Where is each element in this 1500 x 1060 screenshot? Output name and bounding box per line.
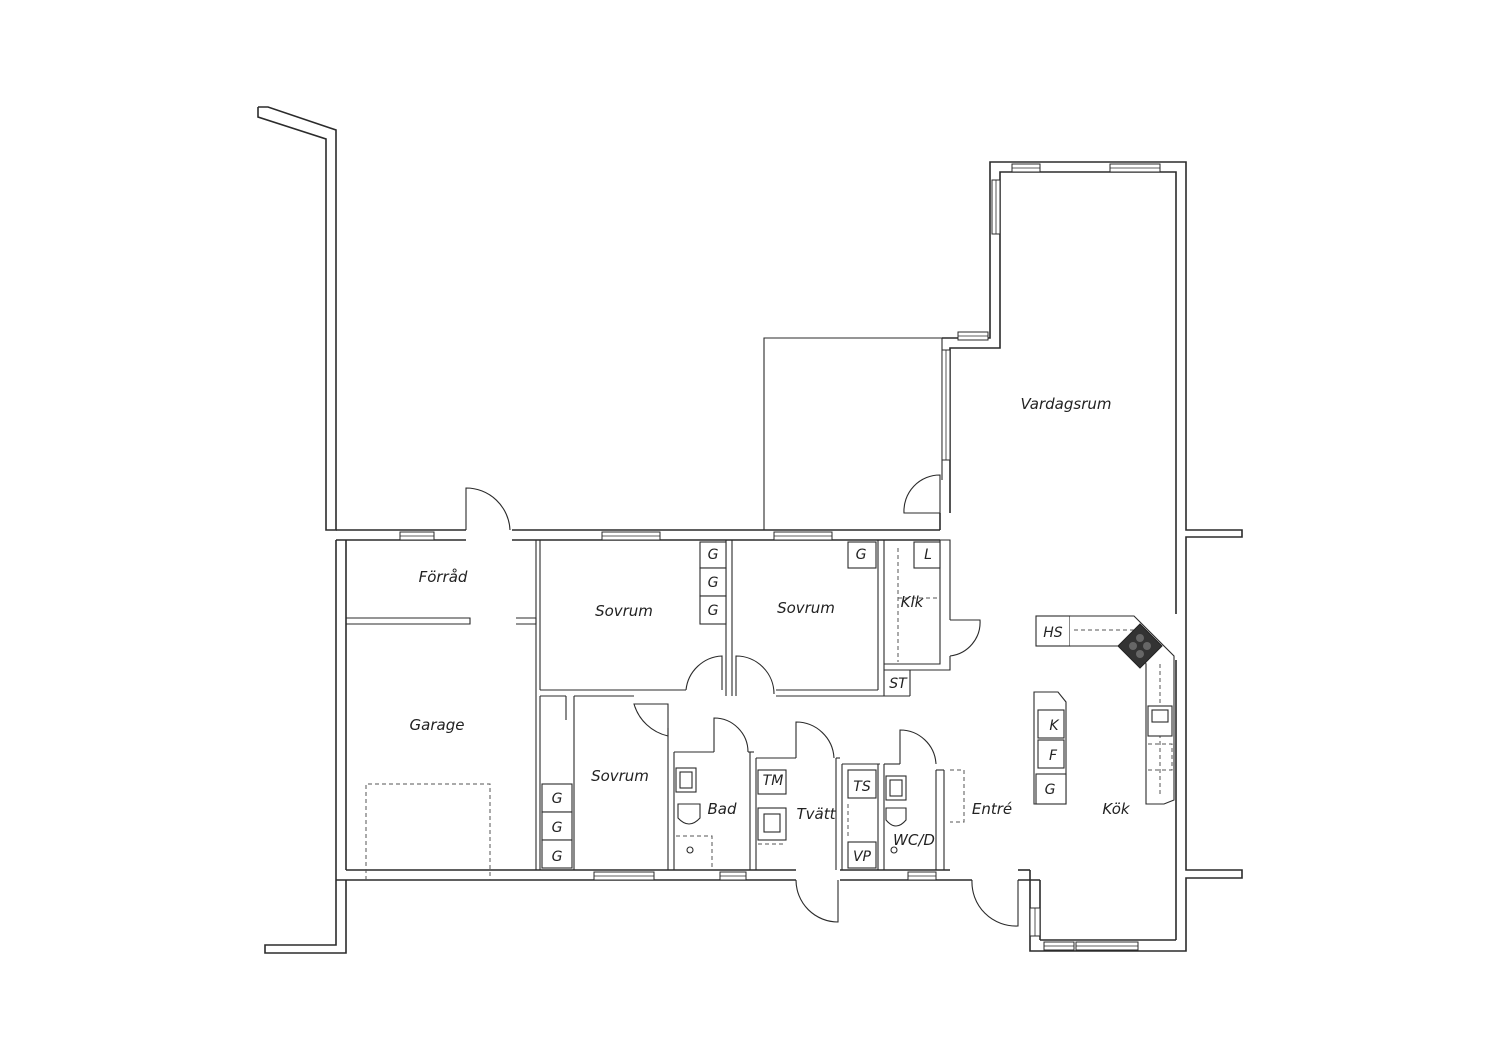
linen-closet-label: L	[924, 547, 932, 563]
room-label-sovrum-1: Sovrum	[595, 602, 653, 620]
wardrobe-label: G	[552, 820, 563, 836]
wardrobe-label: G	[708, 575, 719, 591]
fixtures	[365, 541, 1175, 880]
freezer-label: F	[1049, 748, 1058, 764]
wardrobe-label: G	[552, 791, 563, 807]
room-label-bad: Bad	[707, 800, 736, 818]
dryer-label: TM	[763, 773, 784, 789]
room-label-tvatt: Tvätt	[797, 805, 837, 823]
wardrobe-label: G	[708, 603, 719, 619]
storage-label: ST	[889, 676, 908, 692]
wardrobe-label: G	[552, 849, 563, 865]
room-label-sovrum-3: Sovrum	[591, 767, 649, 785]
fridge-label: K	[1049, 718, 1060, 734]
room-label-garage: Garage	[410, 716, 465, 734]
room-label-sovrum-2: Sovrum	[777, 599, 835, 617]
wardrobe-label: G	[708, 547, 719, 563]
doors	[465, 474, 1019, 927]
water-heater-label: VP	[853, 849, 872, 865]
hall-cabinet-label: HS	[1043, 625, 1063, 641]
room-label-forrad: Förråd	[419, 568, 468, 586]
windows	[399, 163, 1161, 951]
room-label-klk: Klk	[901, 593, 925, 611]
wardrobe-label: G	[1045, 782, 1056, 798]
wardrobe-label: G	[856, 547, 867, 563]
interior-walls	[346, 539, 951, 870]
room-labels: Vardagsrum Förråd Garage Sovrum Sovrum S…	[410, 395, 1131, 849]
drying-cabinet-label: TS	[853, 779, 871, 795]
room-label-kok: Kök	[1102, 800, 1130, 818]
fixture-labels: G G G G L ST G G G TM TS VP HS K F G	[552, 547, 1063, 865]
room-label-vardagsrum: Vardagsrum	[1021, 395, 1112, 413]
room-label-wc-d: WC/D	[893, 831, 935, 849]
room-label-entre: Entré	[972, 800, 1012, 818]
